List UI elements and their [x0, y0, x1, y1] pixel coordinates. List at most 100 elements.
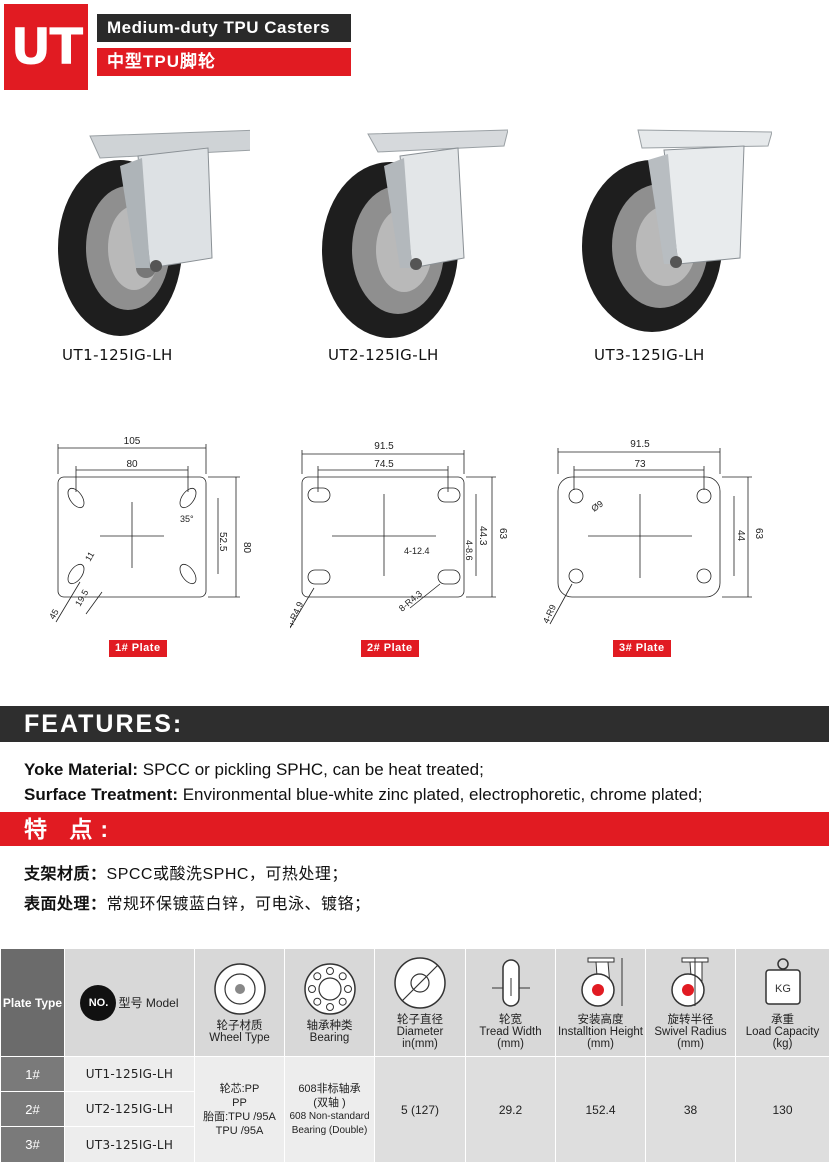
header-load-capacity: KG 承重 Load Capacity (kg) — [735, 948, 829, 1057]
caster-illustration — [582, 129, 773, 332]
swivel-radius-icon — [670, 957, 708, 1007]
cell-wheel-type: 轮芯:PP PP 胎面:TPU /95A TPU /95A — [194, 1056, 285, 1162]
dim-slot3: 45 — [47, 607, 61, 621]
tread-width-icon — [491, 958, 530, 1007]
header-tread-en: Tread Width — [479, 1025, 542, 1038]
header-load-cn: 承重 — [771, 1013, 794, 1026]
bearing-line: (双轴 ) — [313, 1096, 346, 1109]
feature-surface-label: Surface Treatment: — [24, 785, 178, 804]
dim-slot1: 11 — [83, 550, 96, 563]
dim-hole-span: 74.5 — [374, 459, 394, 470]
header-swivel-unit: (mm) — [677, 1037, 704, 1050]
header-tread-width: 轮宽 Tread Width (mm) — [465, 948, 556, 1057]
dim-corner2: 8-R4.3 — [397, 589, 424, 614]
features-heading: FEATURES: — [0, 706, 829, 742]
header-wheel-type: 轮子材质 Wheel Type — [194, 948, 285, 1057]
feature-cn-yoke-label: 支架材质： — [24, 866, 107, 883]
features-cn-heading: 特 点: — [0, 812, 829, 846]
header-plate-type: Plate Type — [0, 948, 65, 1057]
diameter-icon — [394, 956, 446, 1009]
header-swivel-en: Swivel Radius — [654, 1025, 727, 1038]
feature-cn-yoke-value: SPCC或酸洗SPHC，可热处理； — [106, 866, 348, 883]
cell-tread-width: 29.2 — [465, 1056, 556, 1162]
no-badge: NO. — [80, 984, 117, 1021]
header-load-en: Load Capacity — [745, 1025, 820, 1038]
plate-drawing-3: 91.5 73 63 44 Ø9 4-R9 — [544, 439, 764, 625]
plate-drawing-1: 105 80 80 52.5 35° 11 19.5 45 — [47, 436, 252, 623]
table-row-model: UT1-125IG-LH — [64, 1056, 195, 1092]
header-bearing-en: Bearing — [309, 1031, 350, 1044]
feature-cn-surface: 表面处理：常规环保镀蓝白锌，可电泳、镀铬； — [24, 890, 371, 914]
header-wheel-type-en: Wheel Type — [209, 1031, 270, 1044]
feature-cn-surface-value: 常规环保镀蓝白锌，可电泳、镀铬； — [106, 896, 371, 913]
table-row-plate: 3# — [0, 1126, 65, 1162]
cell-installation-height: 152.4 — [555, 1056, 646, 1162]
dim-slot2: 19.5 — [73, 588, 90, 608]
dim-width: 91.5 — [374, 441, 394, 452]
cell-bearing: 608非标轴承 (双轴 ) 608 Non-standard Bearing (… — [284, 1056, 375, 1162]
cell-diameter: 5 (127) — [374, 1056, 466, 1162]
feature-cn-surface-label: 表面处理： — [24, 896, 107, 913]
feature-yoke: Yoke Material: SPCC or pickling SPHC, ca… — [24, 760, 484, 780]
page-title-en: Medium-duty TPU Casters — [97, 14, 351, 42]
dim-hole-v: 52.5 — [217, 532, 228, 552]
table-row-model: UT3-125IG-LH — [64, 1126, 195, 1162]
dim-angle: 35° — [180, 514, 194, 524]
table-row-model: UT2-125IG-LH — [64, 1091, 195, 1127]
dim-corner: 4-R4.9 — [290, 600, 305, 629]
dim-hole-span: 80 — [126, 459, 138, 470]
wheel-type-line: PP — [232, 1096, 247, 1109]
header-model: NO.型号 Model — [64, 948, 195, 1057]
dim-slot-v: 4-8.6 — [464, 540, 474, 561]
dim-hole-d: Ø9 — [589, 499, 605, 514]
cell-swivel-radius: 38 — [645, 1056, 736, 1162]
bearing-line: 608非标轴承 — [298, 1082, 361, 1095]
wheel-type-line: 轮芯:PP — [219, 1082, 260, 1095]
header-installation-height: 安装高度 Installtion Height (mm) — [555, 948, 646, 1057]
spec-table: Plate Type NO.型号 Model 轮子材质 Wheel Type — [0, 948, 829, 1162]
header-height-en: Installtion Height — [557, 1025, 644, 1038]
bearing-icon — [303, 962, 356, 1015]
header-load-unit: (kg) — [772, 1037, 793, 1050]
caster-model-label: UT1-125IG-LH — [62, 346, 173, 364]
feature-yoke-label: Yoke Material: — [24, 760, 139, 779]
plate-tag-2: 2# Plate — [361, 640, 419, 657]
caster-illustration — [58, 129, 261, 336]
header-bearing-cn: 轴承种类 — [306, 1019, 353, 1032]
bearing-line: Bearing (Double) — [291, 1124, 368, 1136]
header-diameter-unit: in(mm) — [402, 1037, 438, 1050]
dim-hole-v: 44 — [735, 530, 746, 542]
header-diameter: 轮子直径 Diameter in(mm) — [374, 948, 466, 1057]
header-height-cn: 安装高度 — [577, 1013, 624, 1026]
caster-model-label: UT3-125IG-LH — [594, 346, 705, 364]
plate-tag-3: 3# Plate — [613, 640, 671, 657]
brand-logo: UT — [4, 4, 88, 90]
page-title-cn: 中型TPU脚轮 — [97, 48, 351, 76]
plate-drawing-2: 91.5 74.5 63 44.3 4-8.6 4-12.4 4-R4.9 8-… — [290, 441, 508, 629]
caster-image-2 — [308, 118, 509, 348]
table-row-plate: 2# — [0, 1091, 65, 1127]
header-diameter-en: Diameter — [396, 1025, 444, 1038]
header-height-unit: (mm) — [587, 1037, 614, 1050]
header-model-label: 型号 Model — [118, 996, 179, 1010]
header-bearing: 轴承种类 Bearing — [284, 948, 375, 1057]
wheel-type-line: 胎面:TPU /95A — [203, 1110, 276, 1123]
header-diameter-cn: 轮子直径 — [397, 1013, 443, 1026]
header-tread-unit: (mm) — [497, 1037, 524, 1050]
feature-surface-value: Environmental blue-white zinc plated, el… — [178, 785, 703, 804]
dim-height: 63 — [497, 528, 508, 540]
feature-cn-yoke: 支架材质：SPCC或酸洗SPHC，可热处理； — [24, 860, 348, 884]
weight-icon: KG — [764, 957, 801, 1005]
wheel-icon — [213, 962, 266, 1015]
header-wheel-type-cn: 轮子材质 — [216, 1019, 263, 1032]
plate-tag-1: 1# Plate — [109, 640, 167, 657]
wheel-type-line: TPU /95A — [215, 1124, 264, 1137]
dim-width: 91.5 — [630, 439, 650, 450]
caster-model-label: UT2-125IG-LH — [328, 346, 439, 364]
weight-icon-text: KG — [775, 983, 791, 995]
cell-load-capacity: 130 — [735, 1056, 829, 1162]
bearing-line: 608 Non-standard — [289, 1110, 370, 1122]
dim-height: 63 — [753, 528, 764, 540]
caster-image-3 — [572, 118, 773, 348]
header-swivel-cn: 旋转半径 — [667, 1013, 714, 1026]
